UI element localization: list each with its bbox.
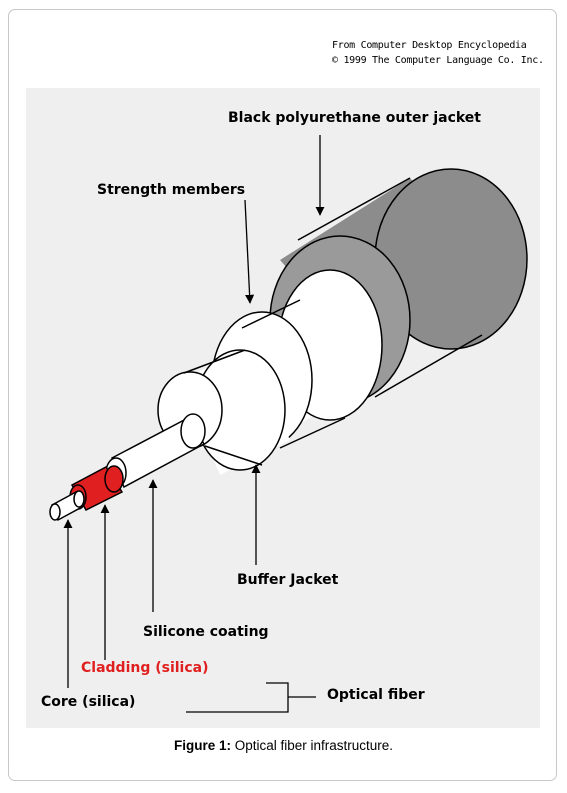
label-silicone-coating: Silicone coating (143, 624, 269, 640)
core-layer (49, 490, 85, 522)
callout-arrows (63, 135, 325, 713)
label-optical-fiber: Optical fiber (327, 687, 425, 703)
arrow-strength-members (244, 199, 255, 304)
caption-text: Optical fiber infrastructure. (234, 738, 394, 753)
buffer-jacket-layer (157, 348, 290, 475)
label-outer-jacket: Black polyurethane outer jacket (228, 110, 481, 126)
label-strength-members: Strength members (97, 182, 246, 198)
credit-block: From Computer Desktop Encyclopedia © 199… (332, 38, 552, 68)
label-core: Core (silica) (41, 694, 136, 710)
label-cladding: Cladding (silica) (81, 660, 209, 676)
caption-prefix: Figure 1: (173, 738, 231, 753)
credit-source: From Computer Desktop Encyclopedia (332, 40, 527, 51)
optical-fiber-bracket (186, 682, 289, 713)
label-buffer-jacket: Buffer Jacket (237, 572, 339, 588)
figure-caption: Figure 1: Optical fiber infrastructure. (0, 738, 567, 753)
credit-copyright: © 1999 The Computer Language Co. Inc. (332, 55, 544, 66)
